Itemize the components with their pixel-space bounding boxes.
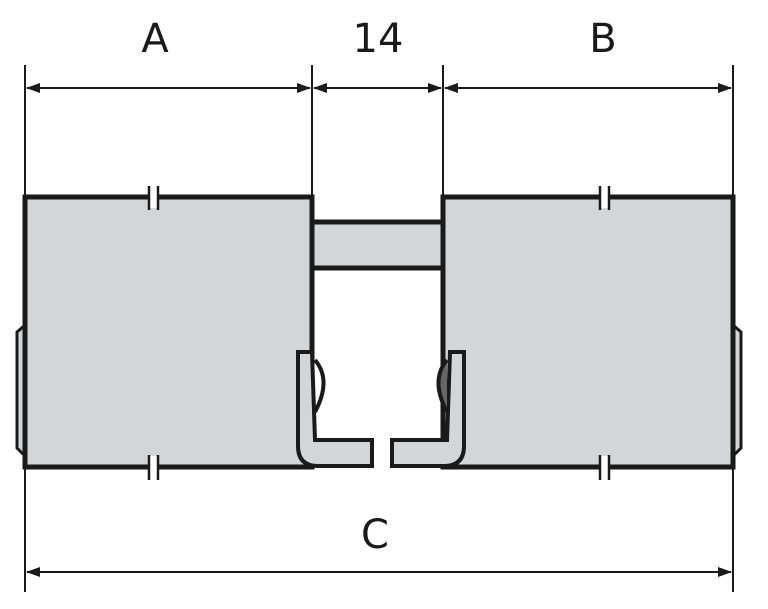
left-cylinder-half	[22, 194, 315, 470]
right-cam-hook	[390, 350, 466, 468]
left-cam-hook	[296, 350, 374, 468]
label-c: C	[361, 512, 389, 558]
left-cam-bulge	[313, 358, 326, 413]
right-cam-bulge	[436, 358, 449, 413]
label-14: 14	[353, 16, 404, 62]
center-bridge	[309, 219, 446, 271]
right-cylinder-half	[440, 194, 736, 470]
break-marks	[147, 186, 611, 480]
label-a: A	[141, 16, 169, 62]
label-b: B	[589, 16, 616, 62]
